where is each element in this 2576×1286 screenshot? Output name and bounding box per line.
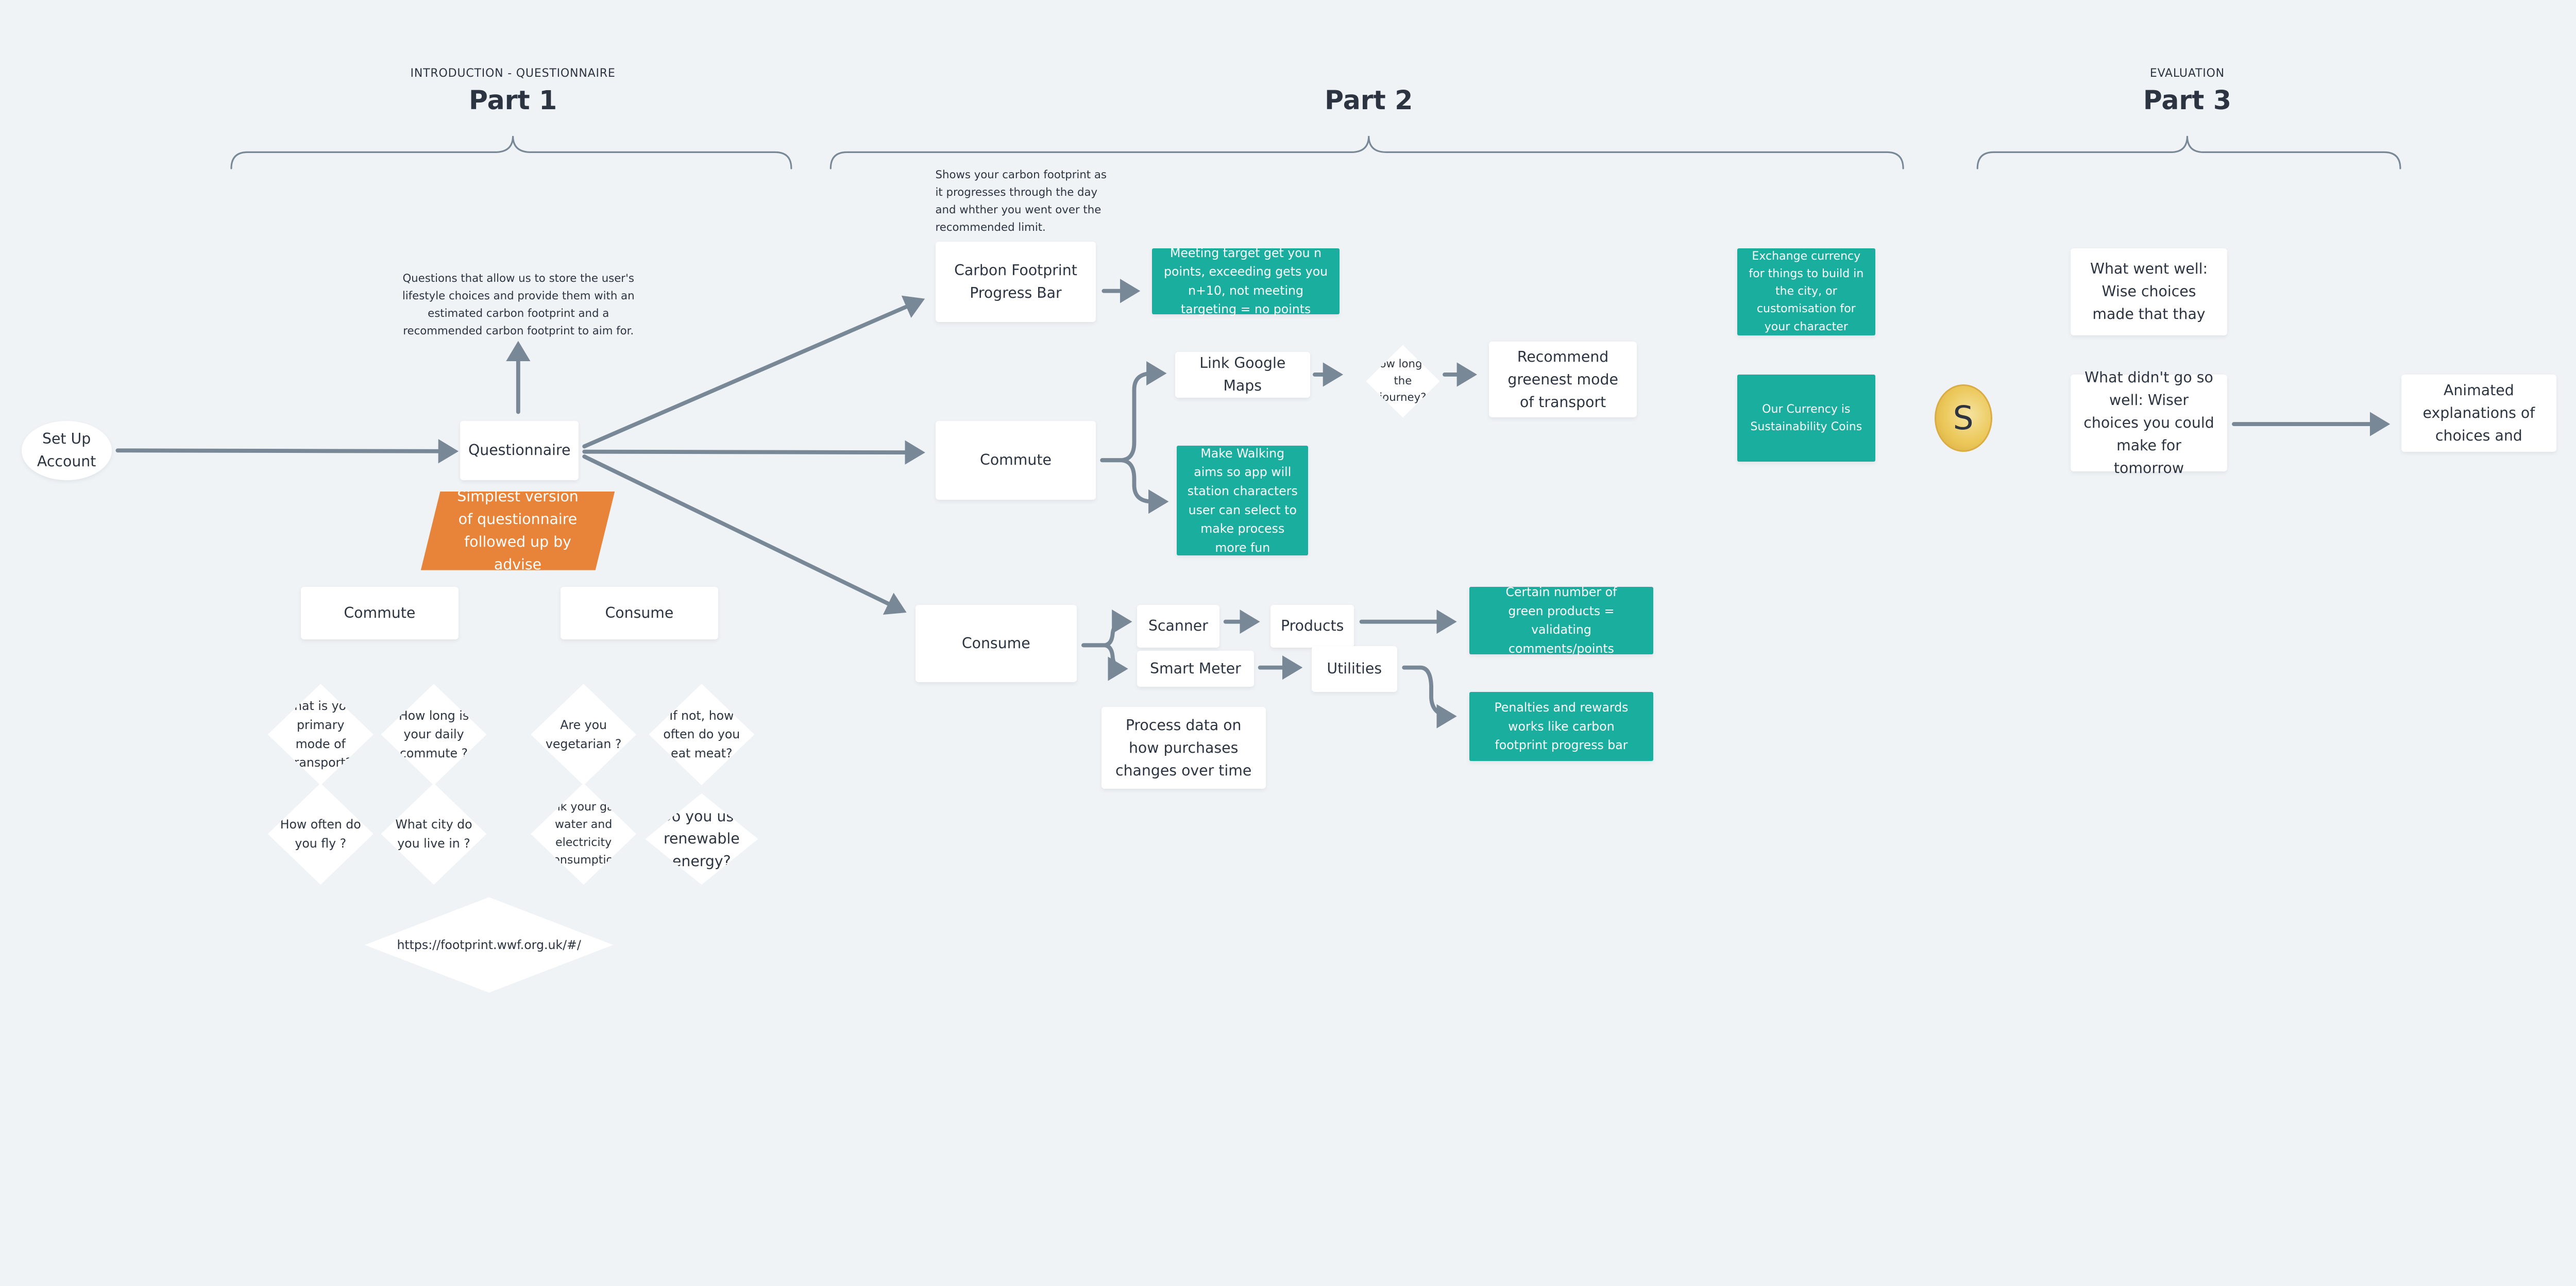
commute-node[interactable]: Commute: [935, 420, 1096, 500]
simplest-version-node[interactable]: Simplest version of questionnaire follow…: [420, 491, 615, 570]
brace-part2: [829, 136, 1904, 170]
green-products-note[interactable]: Certain number of green products = valid…: [1469, 585, 1653, 656]
google-maps-node[interactable]: Link Google Maps: [1175, 351, 1310, 398]
penalties-note[interactable]: Penalties and rewards works like carbon …: [1469, 691, 1653, 761]
process-data-node[interactable]: Process data on how purchases changes ov…: [1101, 707, 1266, 789]
part3-subtitle: EVALUATION: [2149, 66, 2225, 80]
branch-consume-scanner: [1081, 610, 1132, 648]
brace-part3: [1976, 136, 2401, 170]
recommend-node[interactable]: Recommend greenest mode of transport: [1488, 342, 1637, 418]
coin-letter: S: [1953, 399, 1974, 437]
branch-commute-walking: [1100, 458, 1169, 514]
connectors: [115, 136, 2401, 729]
questionnaire-node[interactable]: Questionnaire: [460, 420, 579, 480]
consume-category[interactable]: Consume: [560, 586, 719, 639]
arrow-setup-questionnaire: [115, 439, 459, 464]
products-node[interactable]: Products: [1270, 604, 1354, 648]
branch-consume-meter: [1081, 643, 1128, 681]
part2-title: Part 2: [1325, 85, 1413, 116]
scanner-node[interactable]: Scanner: [1137, 604, 1219, 648]
progress-bar-note: Shows your carbon footprint as it progre…: [935, 168, 1107, 234]
points-note[interactable]: Meeting target get you n points, exceedi…: [1152, 246, 1340, 316]
branch-commute-maps: [1100, 361, 1167, 463]
exchange-note[interactable]: Exchange currency for things to build in…: [1737, 248, 1875, 335]
currency-note[interactable]: Our Currency is Sustainability Coins: [1737, 375, 1875, 462]
part3-title: Part 3: [2143, 85, 2231, 116]
commute-category[interactable]: Commute: [300, 586, 459, 639]
arrow-utilities-penalties: [1402, 665, 1457, 729]
arrow-to-progress-bar: [582, 295, 925, 449]
questionnaire-note: Questions that allow us to store the use…: [402, 272, 635, 337]
didnt-go-well-node[interactable]: What didn't go so well: Wiser choices yo…: [2071, 369, 2227, 477]
consume-node[interactable]: Consume: [915, 604, 1077, 683]
part1-subtitle: INTRODUCTION - QUESTIONNAIRE: [410, 66, 616, 80]
brace-part1: [230, 136, 792, 170]
walking-note[interactable]: Make Walking aims so app will station ch…: [1177, 445, 1309, 556]
animated-explanations-node[interactable]: Animated explanations of choices and: [2401, 375, 2557, 452]
arrow-to-commute: [582, 440, 925, 465]
progress-bar-node[interactable]: Carbon Footprint Progress Bar: [935, 241, 1096, 323]
part1-title: Part 1: [469, 85, 557, 116]
utilities-node[interactable]: Utilities: [1311, 646, 1397, 692]
setup-account-node[interactable]: Set Up Account: [21, 420, 112, 480]
sustainability-coin-icon: S: [1934, 384, 1992, 452]
went-well-node[interactable]: What went well: Wise choices made that t…: [2071, 248, 2227, 335]
arrow-to-consume: [582, 454, 907, 615]
smart-meter-node[interactable]: Smart Meter: [1137, 651, 1254, 687]
